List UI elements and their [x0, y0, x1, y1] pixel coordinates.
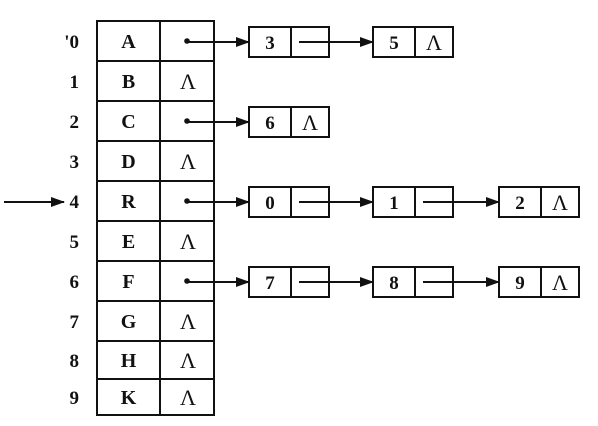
- row-index-label: 2: [70, 112, 80, 133]
- list-node: 8: [372, 266, 500, 298]
- vertex-label: E: [122, 231, 135, 253]
- row-index-label: 9: [70, 388, 80, 409]
- list-node-box: [372, 26, 454, 58]
- vertex-label: D: [121, 151, 135, 173]
- table-row: 1 B Λ: [70, 60, 214, 94]
- list-node-box: [248, 106, 330, 138]
- vertex-label: G: [121, 311, 137, 333]
- table-row: 3 D Λ: [70, 140, 214, 174]
- list-node-value: 7: [265, 273, 275, 294]
- list-node: 0: [248, 186, 374, 218]
- null-pointer-symbol: Λ: [180, 149, 196, 174]
- table-row: 7 G Λ: [70, 300, 214, 334]
- row-index-label: 1: [70, 72, 80, 93]
- row-index-label: 7: [70, 312, 80, 333]
- row-index-label: 4: [70, 192, 80, 213]
- null-pointer-symbol: Λ: [180, 385, 196, 410]
- list-node-value: 8: [389, 273, 399, 294]
- vertex-label: H: [121, 350, 137, 372]
- vertex-label: R: [121, 191, 136, 213]
- row-index-label: 5: [70, 232, 80, 253]
- vertex-label: K: [121, 387, 137, 409]
- list-node-value: 9: [515, 273, 525, 294]
- list-node: 3: [248, 26, 374, 58]
- list-node: 1: [372, 186, 500, 218]
- table-border: [96, 20, 215, 416]
- list-node-value: 1: [389, 193, 399, 214]
- table-row: 5 E Λ: [70, 220, 214, 254]
- null-pointer-symbol: Λ: [426, 30, 442, 55]
- list-node-value: 0: [265, 193, 275, 214]
- row-index-label: 8: [70, 351, 80, 372]
- vertex-label: F: [122, 271, 134, 293]
- vertex-label: A: [121, 31, 136, 53]
- null-pointer-symbol: Λ: [552, 190, 568, 215]
- null-pointer-symbol: Λ: [180, 229, 196, 254]
- null-pointer-symbol: Λ: [552, 270, 568, 295]
- null-pointer-symbol: Λ: [302, 110, 318, 135]
- list-node: 7: [248, 266, 374, 298]
- row-index-label: '0: [64, 32, 79, 53]
- row-index-label: 3: [70, 152, 80, 173]
- list-node-value: 6: [265, 113, 275, 134]
- row-index-label: 6: [70, 272, 80, 293]
- list-node-box: [498, 266, 580, 298]
- list-node-value: 2: [515, 193, 525, 214]
- vertex-label: C: [121, 111, 135, 133]
- table-row: 8 H Λ: [70, 340, 214, 373]
- null-pointer-symbol: Λ: [180, 69, 196, 94]
- null-pointer-symbol: Λ: [180, 309, 196, 334]
- list-node-value: 5: [389, 33, 399, 54]
- vertex-label: B: [122, 71, 135, 93]
- list-node-value: 3: [265, 33, 275, 54]
- list-node-box: [498, 186, 580, 218]
- null-pointer-symbol: Λ: [180, 348, 196, 373]
- table-row: '0 A: [64, 31, 250, 53]
- table-row: 9 K Λ: [70, 378, 214, 410]
